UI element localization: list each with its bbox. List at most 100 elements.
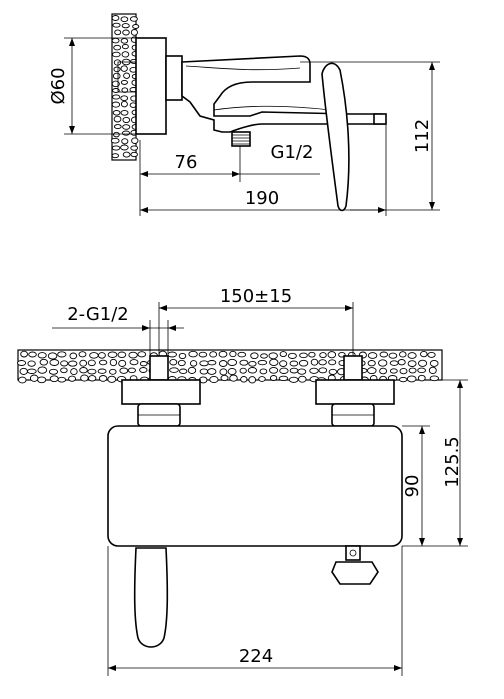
pebble	[367, 352, 378, 359]
pebble	[407, 352, 417, 359]
pebble	[427, 351, 436, 358]
right-connector-plate	[315, 379, 395, 405]
pebble	[420, 350, 428, 358]
side-escutcheon	[135, 37, 167, 135]
width-label: 224	[239, 646, 273, 667]
pebble	[399, 367, 408, 375]
pebble	[80, 374, 89, 382]
pebble	[112, 88, 120, 93]
pebble	[367, 367, 377, 375]
pebble	[120, 65, 128, 72]
pebble	[260, 353, 268, 359]
pebble	[26, 368, 37, 374]
side-thread-label: G1/2	[271, 142, 314, 163]
pebble	[37, 376, 47, 384]
pebble	[49, 359, 60, 366]
pebble	[417, 374, 426, 382]
pebble	[188, 350, 198, 358]
pebble	[269, 358, 279, 367]
pebble	[122, 29, 130, 36]
pebble	[113, 59, 122, 66]
pebble	[178, 352, 187, 360]
pebble	[248, 360, 257, 367]
pebble	[278, 375, 289, 382]
pebble	[229, 374, 238, 382]
side-wall	[110, 13, 140, 161]
pebble	[429, 359, 439, 367]
pebble	[37, 366, 48, 374]
dim-outlet-distance: 76 G1/2	[139, 140, 320, 216]
pebble	[79, 367, 88, 374]
pebble	[122, 151, 131, 158]
pebble	[120, 16, 129, 23]
pebble	[399, 351, 407, 358]
left-connector-plate	[121, 379, 201, 405]
pebble	[127, 367, 136, 374]
pebble	[288, 376, 299, 383]
pebble	[209, 351, 218, 358]
pebble	[328, 359, 337, 366]
pebble	[167, 351, 177, 358]
pebble	[227, 358, 238, 366]
pebble	[379, 351, 389, 358]
pebble	[120, 144, 129, 151]
side-view: Ø60 76 G1/2 190 112	[48, 13, 440, 216]
diameter-label: Ø60	[48, 67, 69, 104]
pebble	[389, 368, 398, 374]
pebble	[389, 360, 399, 366]
pebble	[250, 352, 259, 360]
pebble	[309, 367, 319, 374]
pebble	[259, 368, 268, 375]
pebble	[97, 352, 106, 359]
pebble	[112, 22, 121, 28]
pebble	[121, 23, 130, 29]
pebble	[199, 368, 209, 375]
pebble	[269, 375, 278, 381]
pebble	[227, 367, 237, 376]
pebble	[70, 368, 78, 376]
pebble	[107, 375, 117, 383]
pebble	[121, 51, 130, 58]
pebble	[87, 368, 97, 375]
pebble	[28, 351, 37, 358]
dim-diameter: Ø60	[48, 37, 150, 135]
pebble	[79, 359, 88, 367]
pebble	[121, 43, 129, 50]
pebble	[297, 368, 307, 375]
pebble	[119, 367, 129, 374]
pebble	[417, 367, 426, 374]
pebble	[319, 352, 327, 359]
pebble	[137, 351, 147, 358]
pebble	[78, 351, 87, 358]
pebble	[367, 360, 376, 367]
pebble	[269, 366, 279, 374]
dim-thread-pair: 2-G1/2	[52, 304, 184, 356]
pebble	[310, 358, 319, 366]
pebble	[268, 352, 278, 360]
outlet-distance-label: 76	[175, 152, 198, 173]
front-view: 2-G1/2 150±15 125.5 90	[17, 286, 468, 676]
side-thread	[231, 131, 251, 147]
pebble	[114, 29, 122, 36]
pebble	[129, 359, 139, 366]
overall-height-label: 125.5	[442, 436, 463, 488]
pebble	[113, 124, 122, 130]
pebble	[407, 360, 417, 367]
pebble	[19, 367, 28, 375]
pebble	[179, 368, 188, 375]
pebble	[112, 94, 121, 100]
dim-body-height: 90	[402, 425, 430, 546]
pebble	[68, 360, 78, 367]
pebble	[139, 367, 148, 373]
pebble	[257, 359, 268, 366]
side-connector	[165, 55, 183, 101]
dim-depth: 190	[140, 124, 387, 216]
pebble	[298, 375, 307, 383]
pebble	[111, 153, 119, 159]
pebble	[18, 376, 27, 384]
pebble	[428, 366, 437, 375]
pebble	[98, 375, 108, 382]
pebble	[60, 360, 69, 367]
pebble	[169, 358, 178, 366]
